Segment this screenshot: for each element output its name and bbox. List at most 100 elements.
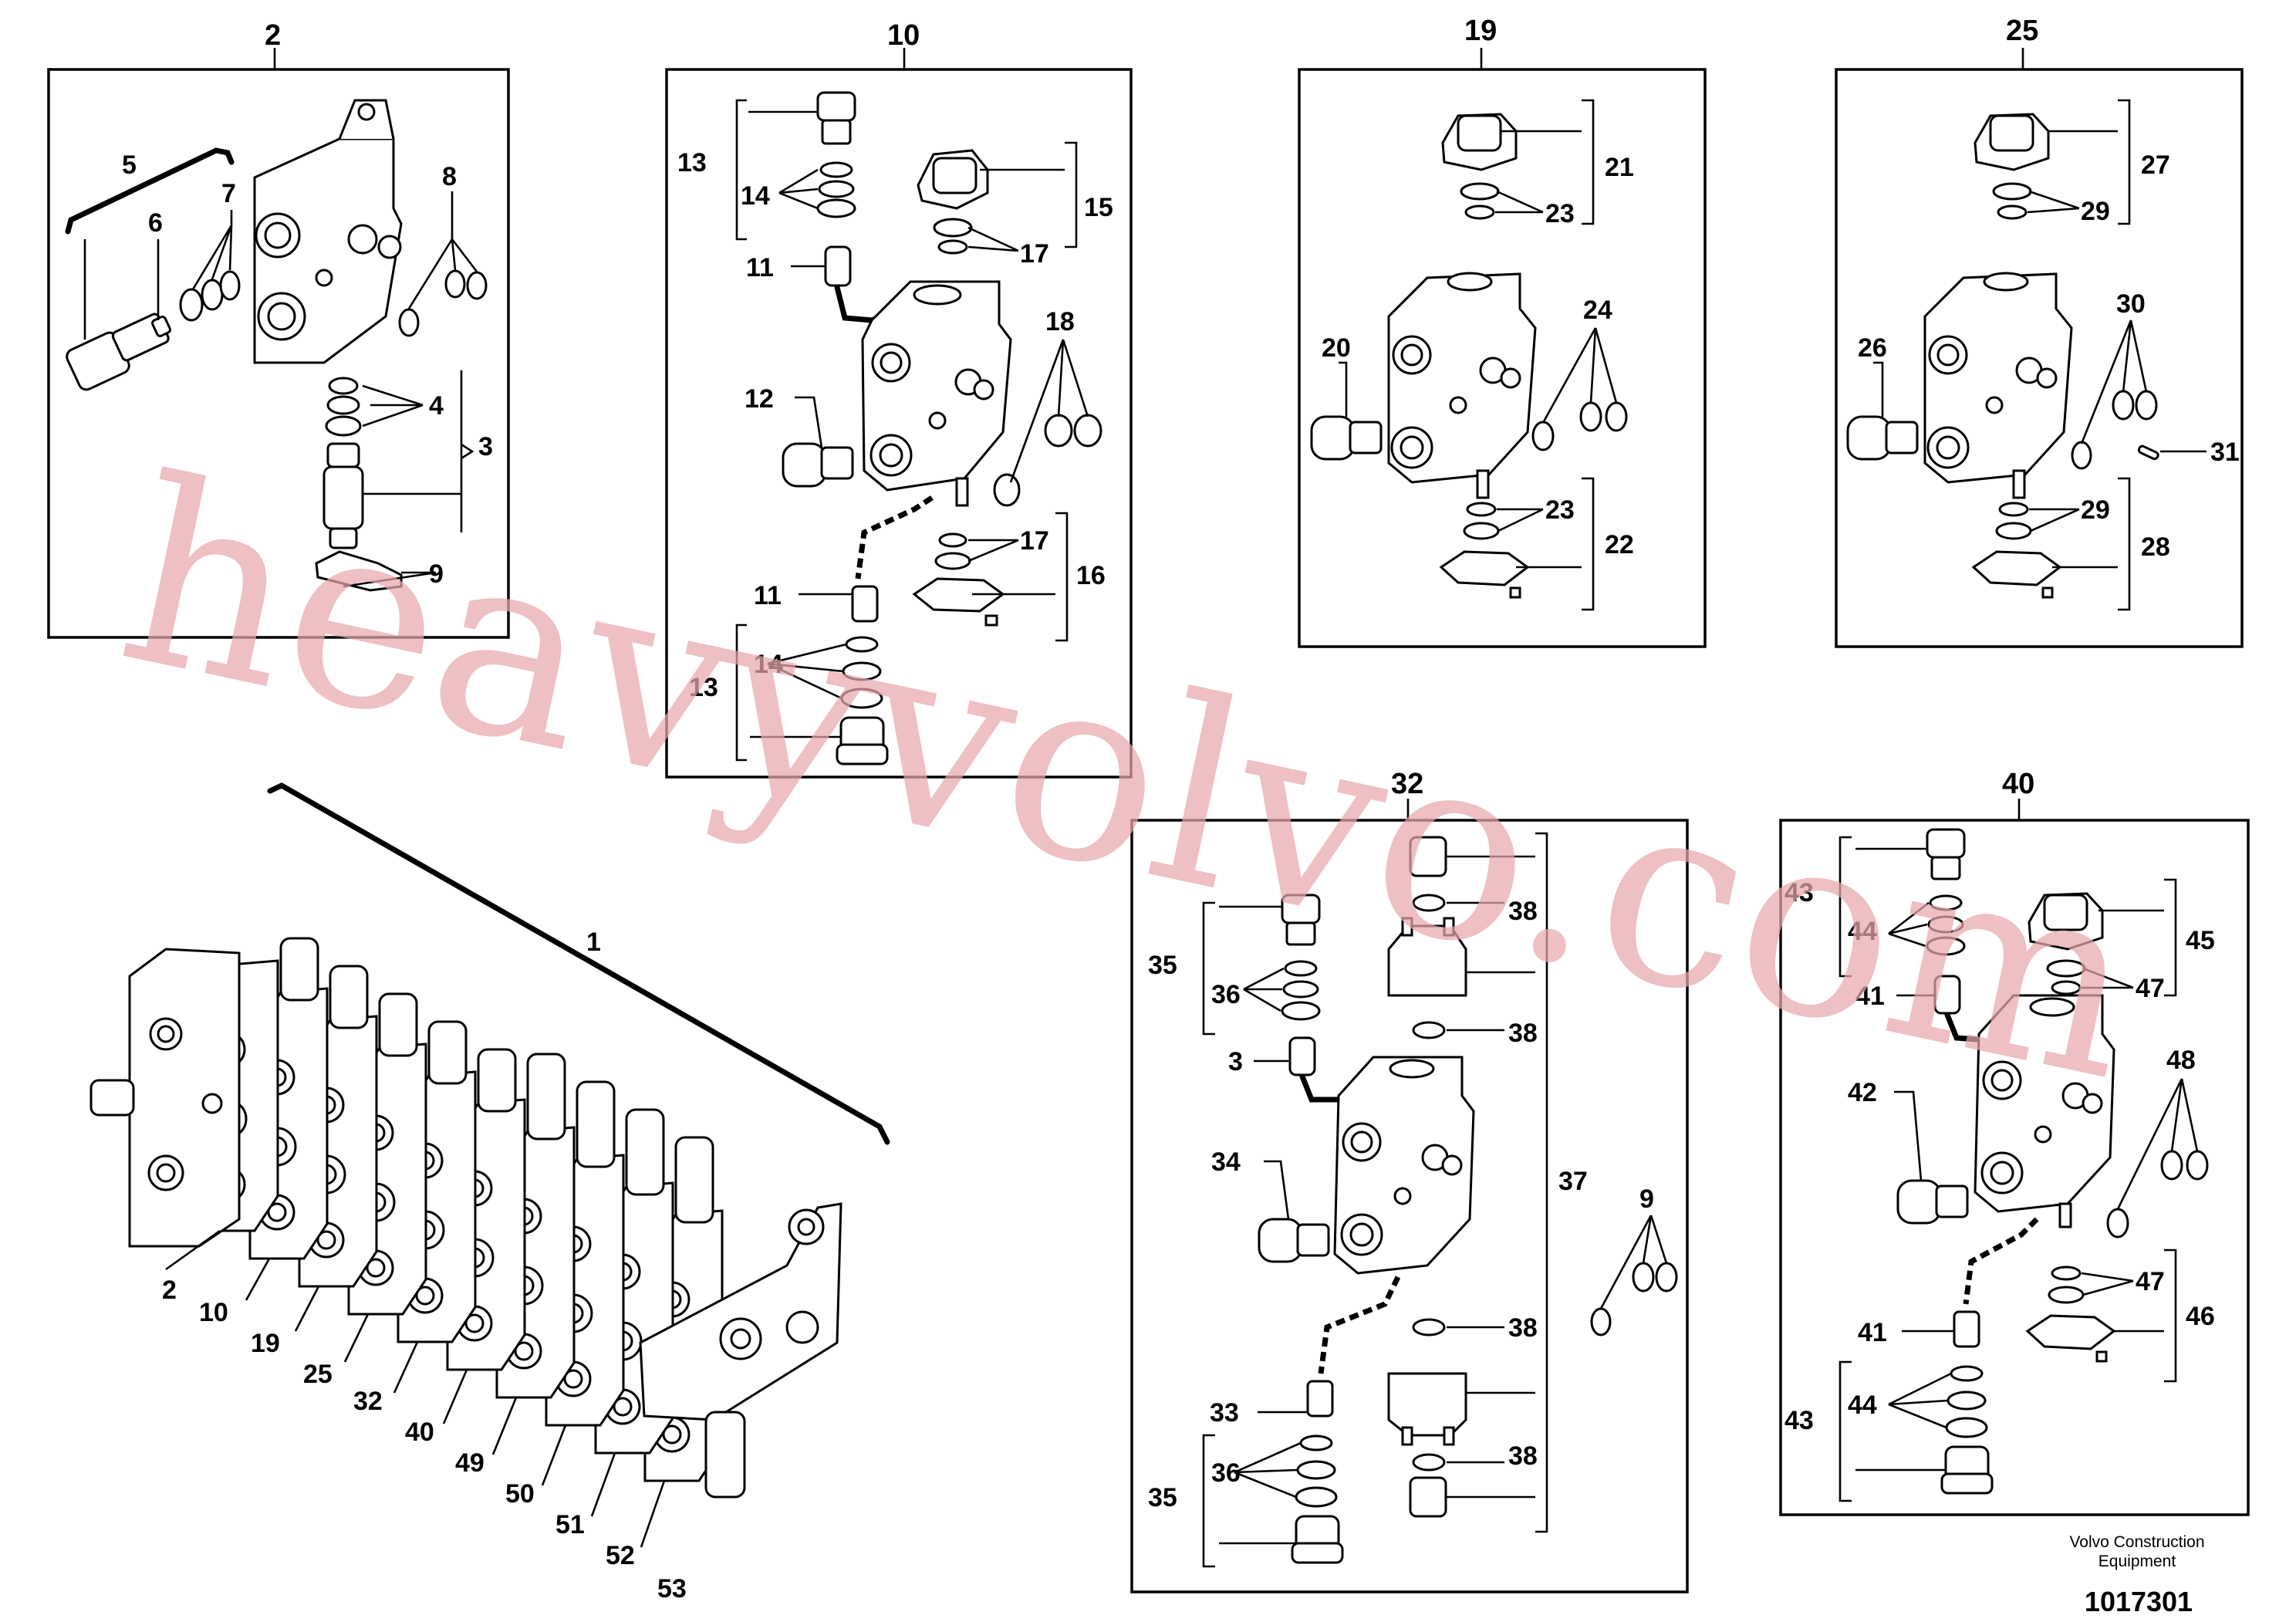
label-42: 42 <box>1848 1078 1877 1107</box>
label-38-d: 38 <box>1508 1441 1538 1471</box>
label-23-bottom: 23 <box>1545 495 1575 525</box>
label-12: 12 <box>745 384 774 414</box>
overview-leader <box>442 1369 468 1424</box>
label-11-top: 11 <box>746 253 774 282</box>
label-14-bottom: 14 <box>754 650 783 679</box>
panel-2-frame <box>47 68 510 639</box>
label-41-bottom: 41 <box>1858 1318 1887 1347</box>
label-20: 20 <box>1322 333 1351 363</box>
overview-leader <box>590 1452 616 1517</box>
panel-10: 10 <box>665 19 1133 779</box>
panel-2-header: 2 <box>265 19 281 52</box>
label-3: 3 <box>478 432 493 461</box>
panel-32: 32 <box>1130 768 1689 1593</box>
label-30: 30 <box>2116 289 2146 319</box>
label-47-top: 47 <box>2136 974 2165 1003</box>
panel-25: 25 27 29 <box>1835 15 2244 648</box>
overview-valve-assembly: 1 <box>89 782 890 1548</box>
panel-19-header: 19 <box>1464 15 1497 47</box>
label-46: 46 <box>2186 1302 2215 1331</box>
bottom-label-32: 32 <box>353 1387 383 1416</box>
panel-40-header: 40 <box>2002 768 2034 800</box>
bottom-label-25: 25 <box>303 1360 333 1389</box>
label-36-top: 36 <box>1211 980 1241 1009</box>
overview-leader <box>343 1313 370 1363</box>
bottom-label-53: 53 <box>657 1574 687 1603</box>
label-11-bottom: 11 <box>754 581 782 610</box>
bottom-label-52: 52 <box>606 1541 635 1570</box>
section-body-25 <box>1923 272 2073 499</box>
overview-label-1: 1 <box>586 928 601 957</box>
label-44-top: 44 <box>1848 917 1877 946</box>
label-27: 27 <box>2141 150 2170 180</box>
overview-leader <box>393 1341 419 1394</box>
label-44-bottom: 44 <box>1848 1391 1877 1420</box>
label-41-top: 41 <box>1855 982 1885 1011</box>
panel-32-header: 32 <box>1391 768 1423 800</box>
label-16: 16 <box>1076 561 1106 590</box>
label-13-bottom: 13 <box>689 673 718 702</box>
overview-leader <box>165 1229 221 1271</box>
overview-bottom-labels: 2 10 19 25 32 40 49 50 51 52 53 <box>162 1276 687 1603</box>
bottom-label-19: 19 <box>251 1329 280 1358</box>
label-21: 21 <box>1605 153 1634 182</box>
overview-leader <box>491 1397 518 1455</box>
label-38-a: 38 <box>1508 897 1538 926</box>
label-22: 22 <box>1605 530 1634 559</box>
label-7: 7 <box>221 179 236 208</box>
label-13-top: 13 <box>677 148 707 177</box>
label-47-bottom: 47 <box>2136 1267 2165 1296</box>
label-29-top: 29 <box>2081 197 2110 226</box>
overview-leader <box>640 1480 666 1548</box>
panel-19: 19 21 23 24 <box>1298 15 1707 648</box>
label-8: 8 <box>442 162 457 191</box>
label-28: 28 <box>2141 532 2170 562</box>
overview-leader <box>245 1258 271 1301</box>
label-38-b: 38 <box>1508 1019 1538 1048</box>
label-35-top: 35 <box>1148 951 1177 980</box>
label-33-bottom: 33 <box>1210 1398 1239 1428</box>
o-ring-set-7 <box>179 270 241 322</box>
label-36-bottom: 36 <box>1211 1458 1241 1488</box>
panel-2: 2 <box>47 19 510 639</box>
label-15: 15 <box>1084 193 1113 222</box>
label-34: 34 <box>1211 1147 1241 1177</box>
label-43-bottom: 43 <box>1784 1406 1814 1435</box>
label-37: 37 <box>1558 1167 1588 1196</box>
label-17-top: 17 <box>1020 239 1049 269</box>
bottom-label-40: 40 <box>405 1418 434 1447</box>
bottom-label-10: 10 <box>199 1298 228 1327</box>
bottom-label-2: 2 <box>162 1276 177 1305</box>
credit-line-1: Volvo Construction <box>2069 1533 2204 1551</box>
overview-leader <box>294 1286 320 1332</box>
panel-40-frame <box>1779 819 2250 1516</box>
label-18: 18 <box>1045 307 1075 336</box>
label-23-top: 23 <box>1545 199 1575 228</box>
bottom-label-49: 49 <box>455 1448 485 1478</box>
panel-19-frame <box>1298 68 1707 648</box>
panel-40: 40 <box>1779 768 2250 1516</box>
relief-valve-part <box>66 313 171 391</box>
label-5: 5 <box>122 150 137 180</box>
panel-25-header: 25 <box>2006 15 2038 47</box>
label-4: 4 <box>429 391 444 421</box>
label-45: 45 <box>2186 926 2215 955</box>
section-body-19 <box>1387 272 1537 499</box>
label-6: 6 <box>148 208 163 238</box>
o-ring-set-4 <box>325 377 362 437</box>
label-17-bottom: 17 <box>1020 526 1049 556</box>
label-29-bottom: 29 <box>2081 495 2110 525</box>
label-14-top: 14 <box>741 181 770 211</box>
section-body-10 <box>861 280 1012 507</box>
end-section-body <box>253 99 403 364</box>
label-26: 26 <box>1858 333 1887 363</box>
label-48: 48 <box>2166 1046 2196 1075</box>
label-43-top: 43 <box>1784 878 1814 907</box>
document-number: 1017301 <box>2085 1586 2193 1617</box>
section-body-32 <box>1333 1056 1475 1275</box>
panel-10-header: 10 <box>887 19 920 52</box>
label-39: 9 <box>1639 1184 1654 1214</box>
label-31: 31 <box>2210 438 2240 467</box>
panel-32-frame <box>1130 819 1689 1593</box>
